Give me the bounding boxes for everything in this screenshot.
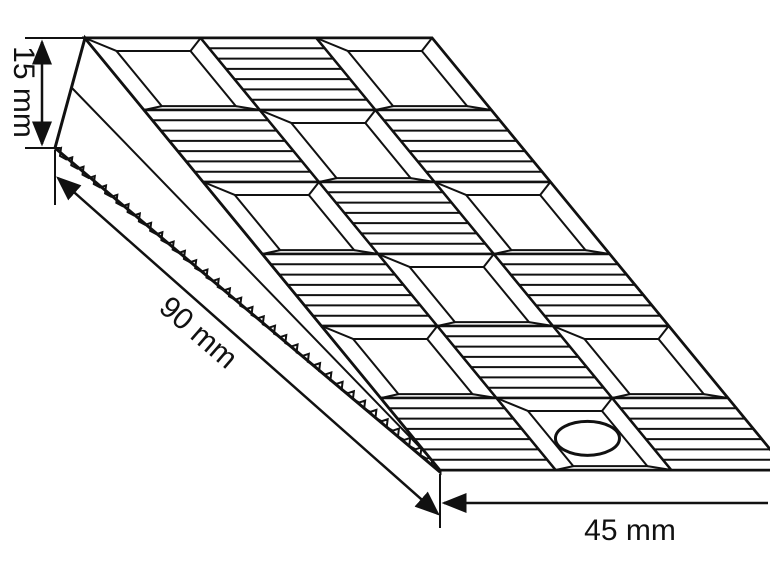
- pocket-edge: [647, 465, 672, 471]
- pocket-edge: [364, 109, 377, 124]
- length-dimension-arrow: [56, 176, 440, 516]
- pocket-edge: [657, 325, 670, 340]
- width-label: 45 mm: [584, 514, 676, 547]
- pocket-edge: [555, 465, 574, 471]
- pocket-edge: [496, 397, 529, 412]
- pocket-edge: [315, 37, 349, 52]
- pocket-edge: [539, 181, 552, 196]
- height-label: 15 mm: [7, 46, 40, 138]
- pocket-edge: [601, 397, 613, 412]
- pocket-edge: [434, 181, 467, 196]
- pocket-edge: [482, 253, 495, 268]
- pocket-edge: [259, 109, 292, 124]
- pocket-edge: [84, 37, 117, 52]
- pocket-edge: [189, 37, 202, 52]
- pocket-edge: [552, 325, 585, 340]
- pocket-edge: [421, 37, 433, 52]
- ridged-cell: [609, 396, 770, 472]
- nail-hole: [553, 419, 621, 457]
